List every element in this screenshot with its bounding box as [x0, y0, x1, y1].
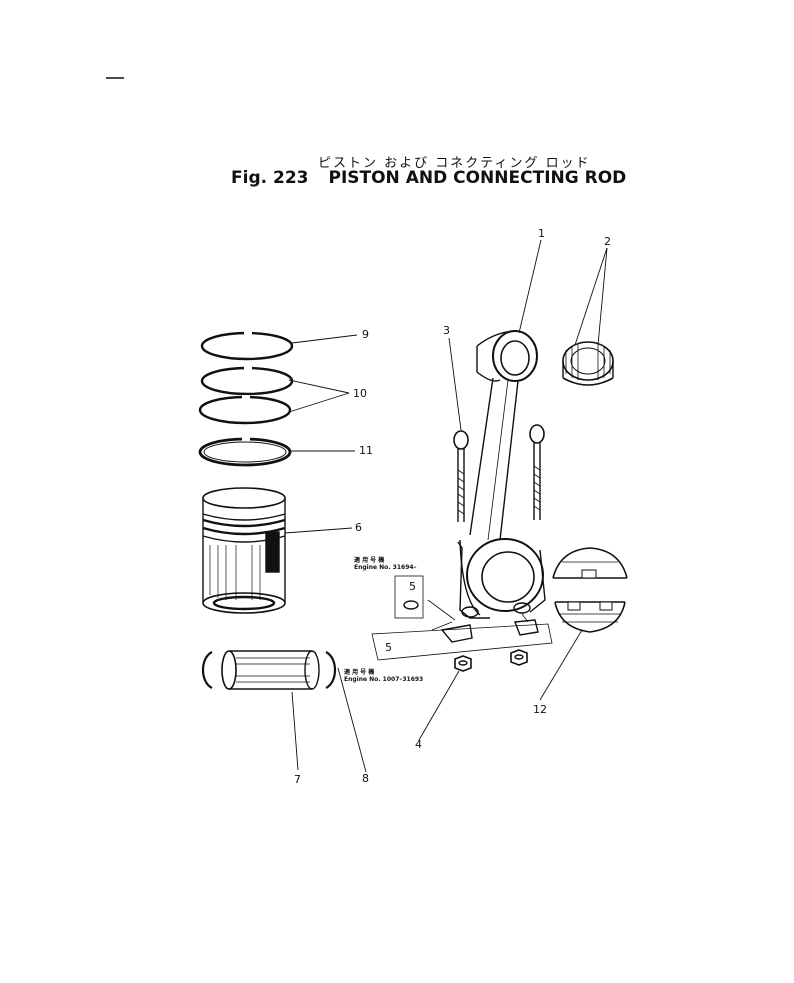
callout-7: 7	[294, 773, 301, 786]
figure-title: Fig. 223 PISTON AND CONNECTING ROD	[231, 168, 626, 188]
nut-4-left	[454, 655, 472, 672]
callout-1: 1	[538, 227, 545, 240]
applicability-note-lower: 適 用 号 機 Engine No. 1007–31693	[344, 669, 423, 683]
piston-ring-10-lower	[198, 395, 292, 425]
piston-6	[202, 487, 286, 614]
callout-5-inset: 5	[409, 580, 416, 593]
bushing-2	[562, 341, 614, 386]
note-upper-jp: 適 用 号 機	[354, 557, 385, 564]
bearing-upper-12	[552, 547, 628, 579]
title-japanese: ピストン および コネクティング ロッド	[318, 156, 591, 171]
lock-plate-5	[371, 613, 553, 661]
callout-3: 3	[443, 324, 450, 337]
piston-ring-9	[200, 331, 294, 361]
bearing-lower-12	[554, 601, 626, 633]
callout-5: 5	[385, 641, 392, 654]
leader-lines	[284, 239, 608, 773]
snap-ring-8	[325, 651, 337, 689]
piston-ring-11	[198, 437, 292, 467]
figure-title-text: PISTON AND CONNECTING ROD	[328, 168, 627, 188]
snap-ring-left	[201, 651, 213, 689]
connecting-rod-1	[457, 330, 546, 619]
piston-pin-7	[221, 650, 320, 690]
note-lower-en: Engine No. 1007–31693	[344, 676, 424, 683]
piston-ring-10-upper	[200, 366, 294, 396]
callout-11: 11	[359, 444, 373, 457]
rod-bolt-right	[529, 424, 545, 520]
callout-8: 8	[362, 772, 369, 785]
inset-box-upper	[394, 575, 456, 621]
callout-6: 6	[355, 521, 362, 534]
callout-4: 4	[415, 738, 422, 751]
note-upper-en: Engine No. 31694–	[354, 564, 417, 571]
callout-2: 2	[604, 235, 611, 248]
nut-4-right	[510, 649, 528, 666]
callout-10: 10	[353, 387, 367, 400]
callout-9: 9	[362, 328, 369, 341]
figure-number: Fig. 223	[231, 168, 309, 188]
callout-12: 12	[533, 703, 547, 716]
applicability-note-upper: 適 用 号 機 Engine No. 31694–	[354, 557, 417, 571]
note-lower-jp: 適 用 号 機	[344, 669, 375, 676]
rod-bolt-3	[453, 430, 469, 522]
